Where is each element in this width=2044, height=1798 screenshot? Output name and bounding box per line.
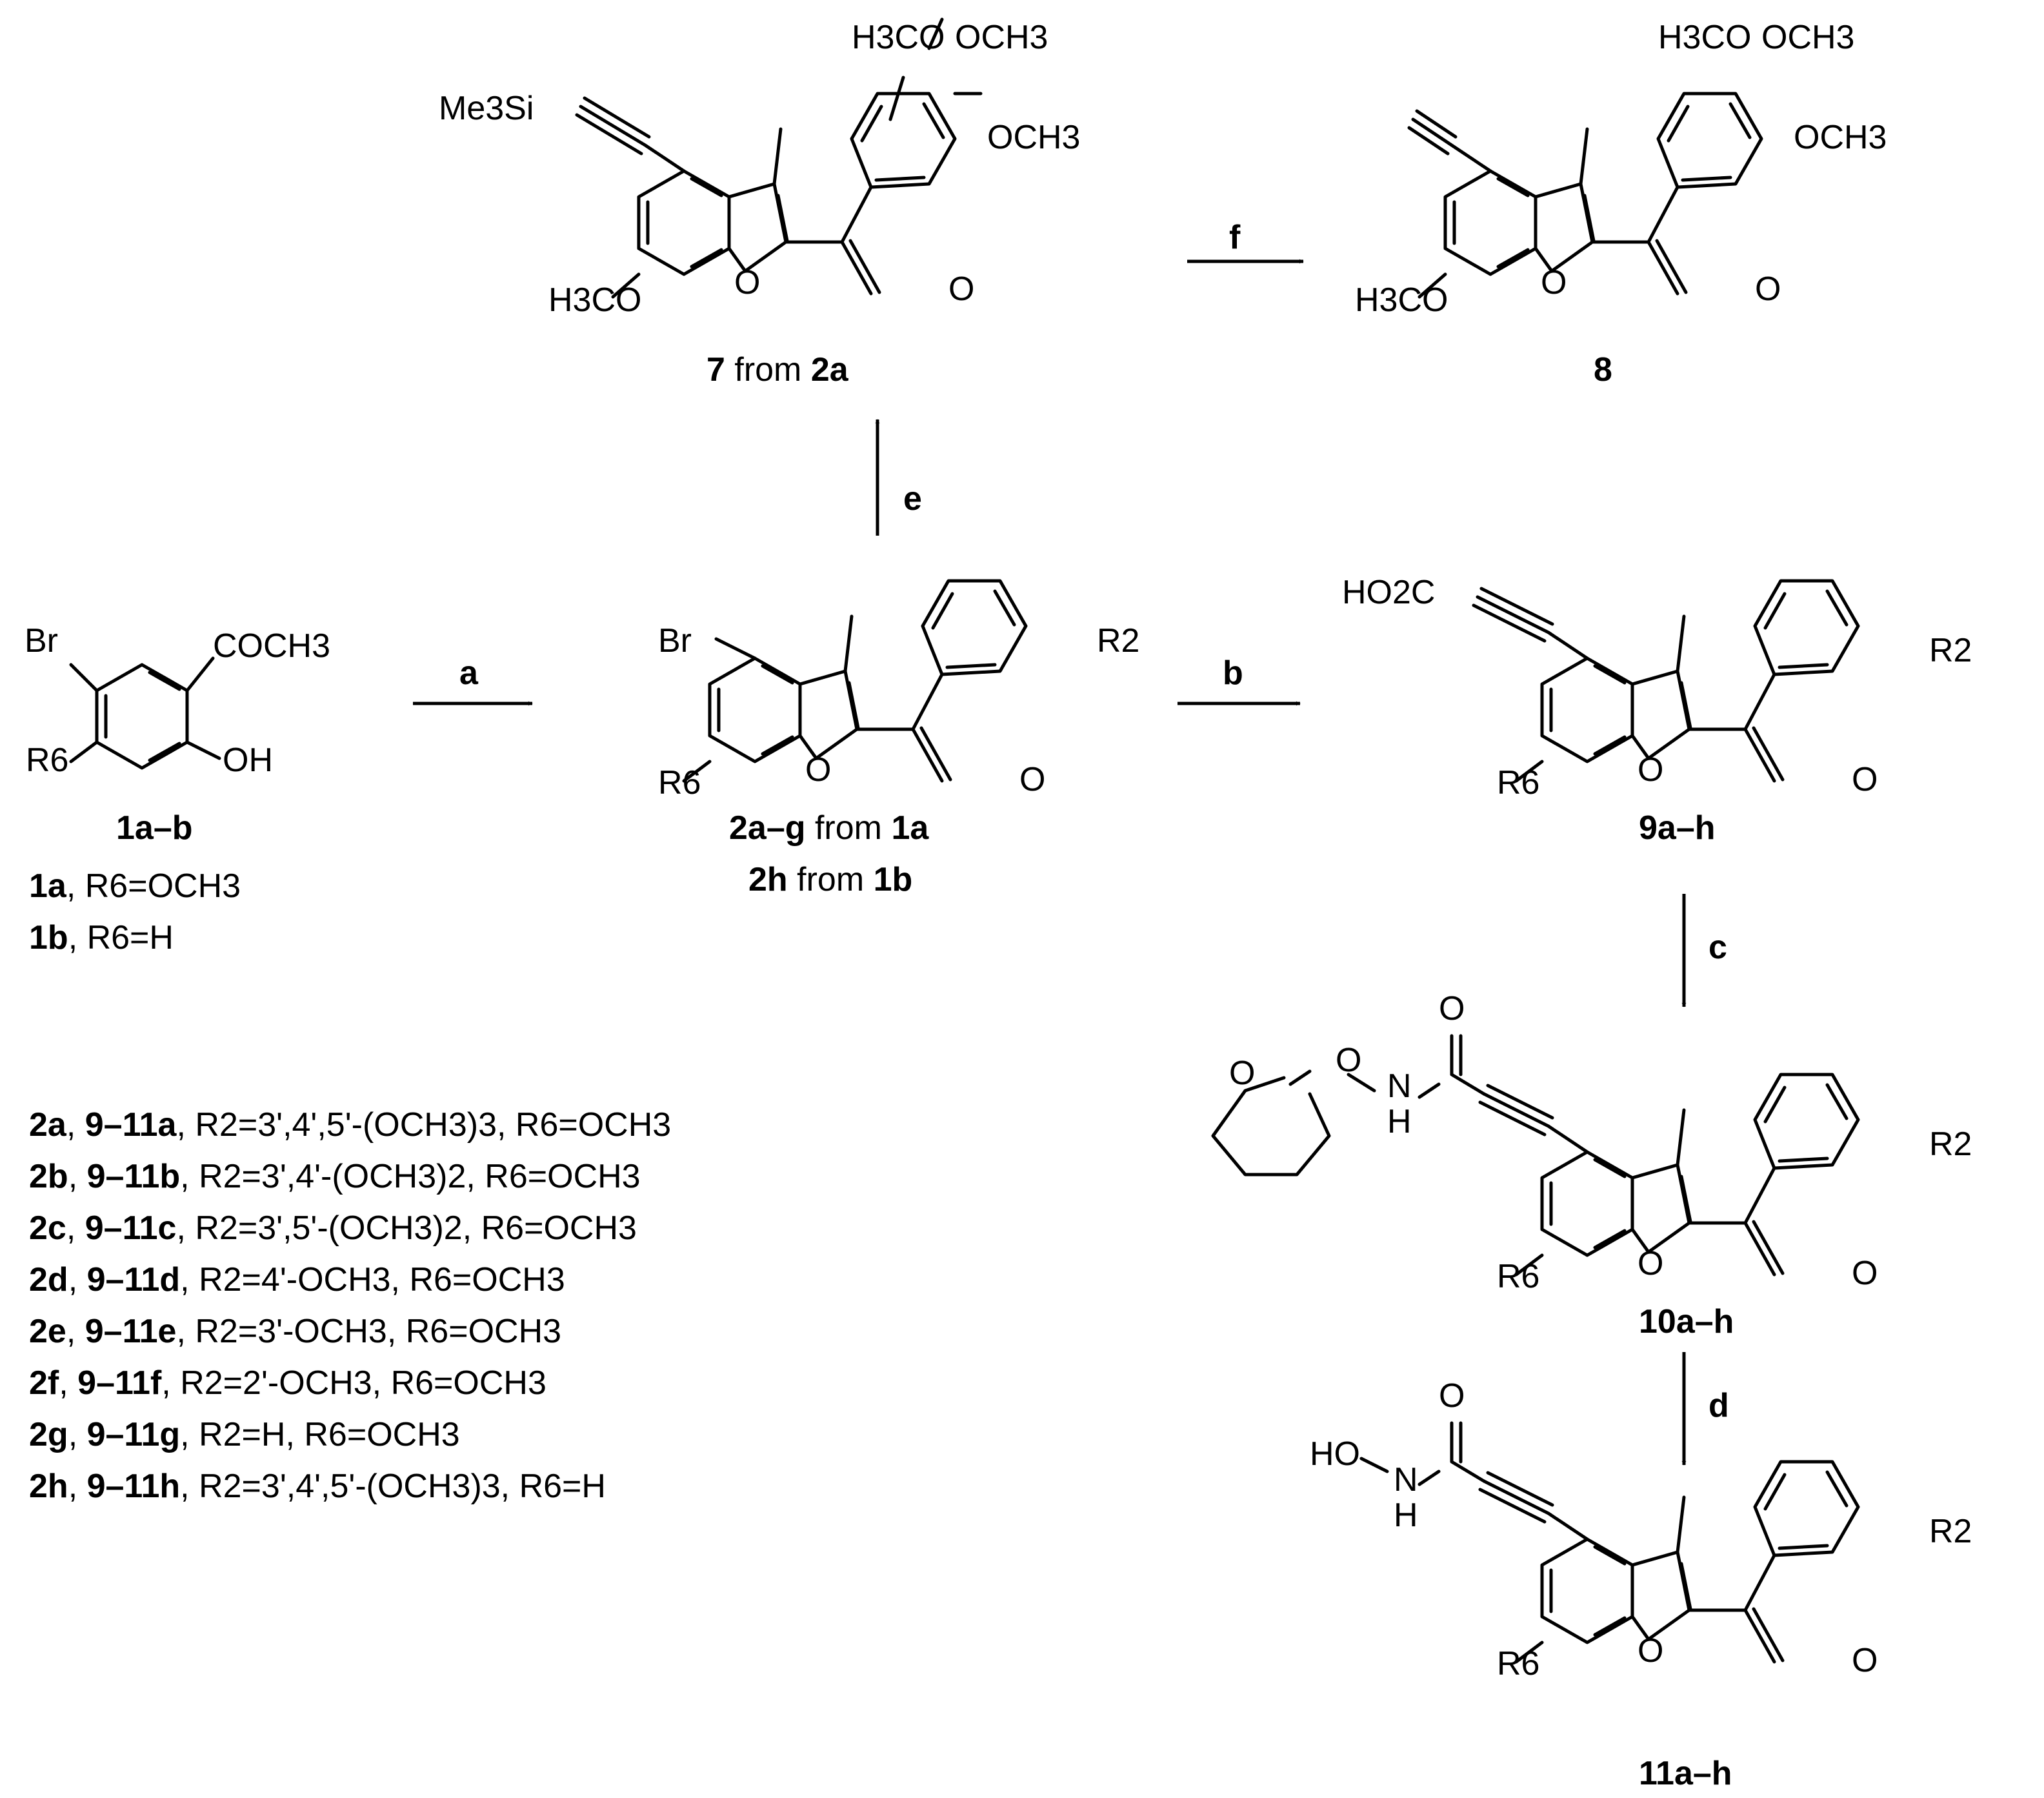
- atom-br: Br: [25, 622, 58, 660]
- step-label-d: d: [1708, 1387, 1729, 1424]
- atom-n: N: [1394, 1461, 1418, 1499]
- substituent-row: 2f, 9–11f, R2=2'-OCH3, R6=OCH3: [29, 1364, 546, 1402]
- atom-h3co: H3CO: [852, 19, 945, 56]
- atom-o: O: [1229, 1055, 1255, 1092]
- atom-o: O: [1019, 761, 1045, 798]
- atom-h3co: H3CO: [1355, 281, 1448, 319]
- compound-label-2h: 2h from 1b: [748, 861, 912, 898]
- atom-o: O: [948, 270, 974, 308]
- compound-label-2a-g: 2a–g from 1a: [729, 809, 929, 847]
- atom-r6: R6: [1497, 1645, 1539, 1682]
- atom-o: O: [1638, 1632, 1663, 1670]
- compound-label-7: 7 from 2a: [706, 351, 849, 389]
- compound-1-structure: Br COCH3 OH R6 1a–b 1a, R6=OCH3 1b, R6=H: [25, 622, 330, 956]
- step-label-c: c: [1708, 929, 1727, 966]
- compound-2-structure: Br R6 O O R2 2a–g from 1a 2h from 1b: [658, 581, 1139, 898]
- atom-o: O: [1852, 1642, 1878, 1679]
- atom-o: O: [1755, 270, 1781, 308]
- atom-r2: R2: [1929, 1126, 1972, 1163]
- atom-r6: R6: [1497, 764, 1539, 802]
- atom-r6: R6: [1497, 1258, 1539, 1295]
- compound-label-8: 8: [1594, 351, 1612, 389]
- step-label-a: a: [459, 654, 479, 692]
- atom-o: O: [1638, 751, 1663, 789]
- atom-h3co: H3CO: [1658, 19, 1751, 56]
- compound-label-1b: 1b, R6=H: [29, 919, 174, 956]
- substituent-row: 2a, 9–11a, R2=3',4',5'-(OCH3)3, R6=OCH3: [29, 1106, 671, 1144]
- step-label-f: f: [1229, 219, 1241, 256]
- atom-br: Br: [658, 622, 692, 660]
- atom-och3: OCH3: [1794, 119, 1887, 156]
- atom-h: H: [1394, 1497, 1418, 1534]
- substituent-row: 2c, 9–11c, R2=3',5'-(OCH3)2, R6=OCH3: [29, 1209, 637, 1247]
- atom-r2: R2: [1097, 622, 1139, 660]
- atom-ho: HO: [1310, 1435, 1360, 1473]
- compound-10-structure: O N H O O R6 O O R2 10a–h: [1211, 990, 1972, 1340]
- atom-r6: R6: [26, 742, 68, 779]
- atom-ho2c: HO2C: [1342, 574, 1435, 611]
- compound-label-1: 1a–b: [116, 809, 193, 847]
- compound-9-structure: HO2C R6 O O R2 9a–h: [1342, 574, 1972, 847]
- compound-label-10: 10a–h: [1639, 1303, 1734, 1340]
- atom-o: O: [1852, 761, 1878, 798]
- substituent-row: 2b, 9–11b, R2=3',4'-(OCH3)2, R6=OCH3: [29, 1158, 641, 1195]
- atom-o: O: [734, 264, 760, 301]
- substituent-row: 2g, 9–11g, R2=H, R6=OCH3: [29, 1416, 460, 1453]
- atom-r2: R2: [1929, 632, 1972, 669]
- atom-o: O: [1638, 1245, 1663, 1282]
- compound-11-structure: O HO N H R6 O O R2 11a–h: [1310, 1377, 1972, 1792]
- atom-oh: OH: [223, 742, 273, 779]
- compound-label-11: 11a–h: [1639, 1755, 1732, 1792]
- compound-7-structure: Me3Si H3CO O O H3CO OCH3 OCH3 7 from 2a: [439, 17, 1080, 389]
- step-label-e: e: [903, 480, 922, 518]
- atom-och3: OCH3: [987, 119, 1080, 156]
- atom-o: O: [1336, 1042, 1361, 1079]
- atom-o: O: [805, 751, 831, 789]
- substituent-list: 2a, 9–11a, R2=3',4',5'-(OCH3)3, R6=OCH3 2…: [29, 1106, 671, 1505]
- substituent-row: 2h, 9–11h, R2=3',4',5'-(OCH3)3, R6=H: [29, 1468, 606, 1505]
- reaction-arrows: f e a b c d: [413, 219, 1729, 1466]
- atom-r6: R6: [658, 764, 701, 802]
- atom-acetyl: COCH3: [213, 627, 330, 665]
- substituent-row: 2d, 9–11d, R2=4'-OCH3, R6=OCH3: [29, 1261, 565, 1298]
- compound-8-structure: H3CO O O H3CO OCH3 OCH3 8: [1355, 19, 1887, 389]
- atom-r2: R2: [1929, 1513, 1972, 1550]
- atom-h: H: [1387, 1103, 1412, 1140]
- atom-o: O: [1439, 1377, 1465, 1415]
- substituent-row: 2e, 9–11e, R2=3'-OCH3, R6=OCH3: [29, 1313, 561, 1350]
- atom-h3co: H3CO: [548, 281, 641, 319]
- atom-och3: OCH3: [1761, 19, 1854, 56]
- step-label-b: b: [1223, 654, 1243, 692]
- atom-me3si: Me3Si: [439, 90, 534, 127]
- atom-och3: OCH3: [955, 19, 1048, 56]
- atom-n: N: [1387, 1067, 1412, 1105]
- atom-o: O: [1852, 1255, 1878, 1292]
- atom-o: O: [1541, 264, 1567, 301]
- compound-label-1a: 1a, R6=OCH3: [29, 867, 241, 905]
- atom-o: O: [1439, 990, 1465, 1027]
- compound-label-9: 9a–h: [1639, 809, 1716, 847]
